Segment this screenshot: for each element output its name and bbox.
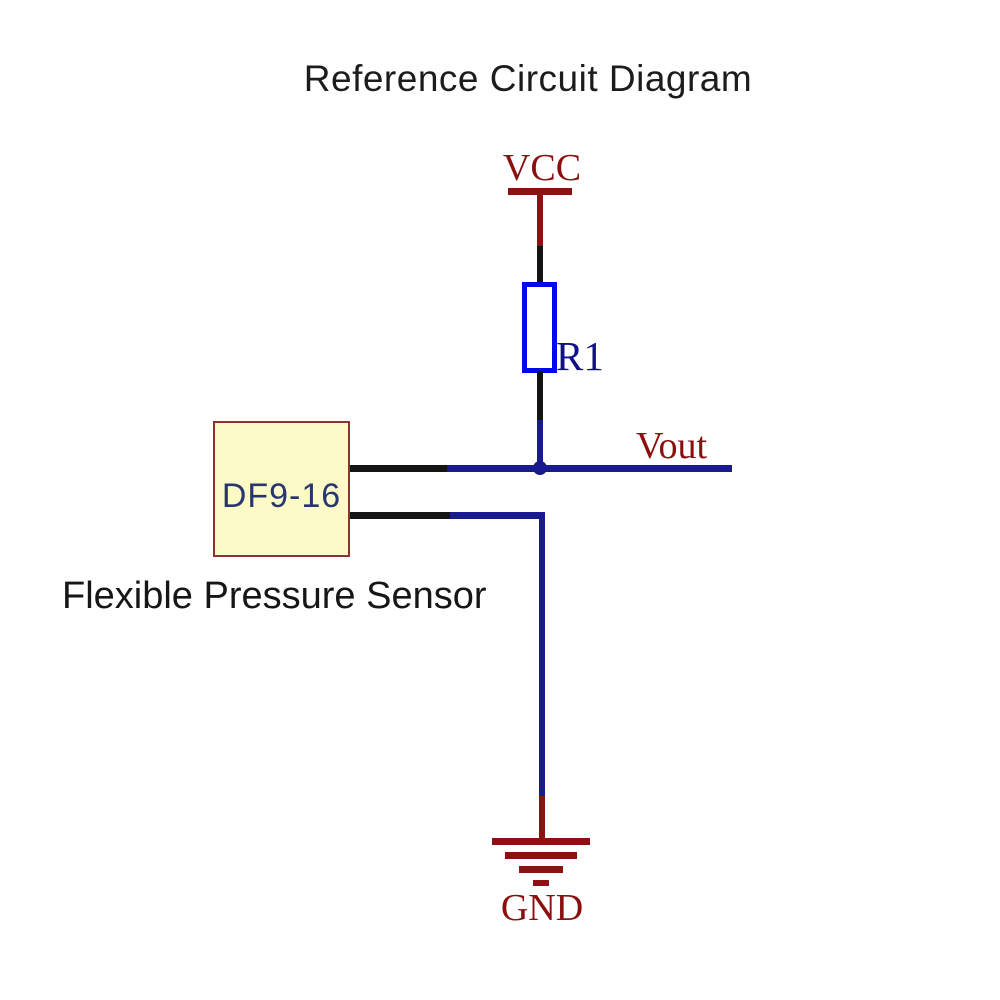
ground-symbol-bar2-icon — [505, 852, 577, 859]
wire-to-ground-navy — [539, 512, 545, 797]
wire-vout-navy — [447, 465, 732, 472]
wire-vcc-red-segment — [537, 194, 543, 247]
resistor-symbol — [522, 282, 557, 373]
diagram-title: Reference Circuit Diagram — [303, 58, 753, 99]
wire-resistor-bottom-black — [537, 371, 543, 421]
sensor-caption: Flexible Pressure Sensor — [62, 575, 487, 617]
junction-dot — [533, 461, 547, 475]
wire-sensor-pin1-black — [350, 465, 447, 472]
wire-sensor-pin2-navy — [450, 512, 545, 519]
sensor-box: DF9-16 — [213, 421, 350, 557]
vcc-label: VCC — [502, 147, 582, 189]
ground-symbol-bar3-icon — [519, 866, 563, 873]
wire-sensor-pin2-black — [350, 512, 450, 519]
vout-label: Vout — [636, 425, 708, 467]
vcc-power-bar-icon — [508, 188, 572, 195]
ground-symbol-bar4-icon — [533, 880, 549, 886]
ground-symbol-bar1-icon — [492, 838, 590, 845]
wire-to-ground-red — [539, 796, 545, 842]
wire-vcc-to-resistor — [537, 246, 543, 284]
gnd-label: GND — [500, 887, 584, 929]
sensor-part-label: DF9-16 — [221, 476, 342, 515]
wire-resistor-bottom-navy — [537, 420, 543, 471]
resistor-label: R1 — [556, 333, 604, 379]
